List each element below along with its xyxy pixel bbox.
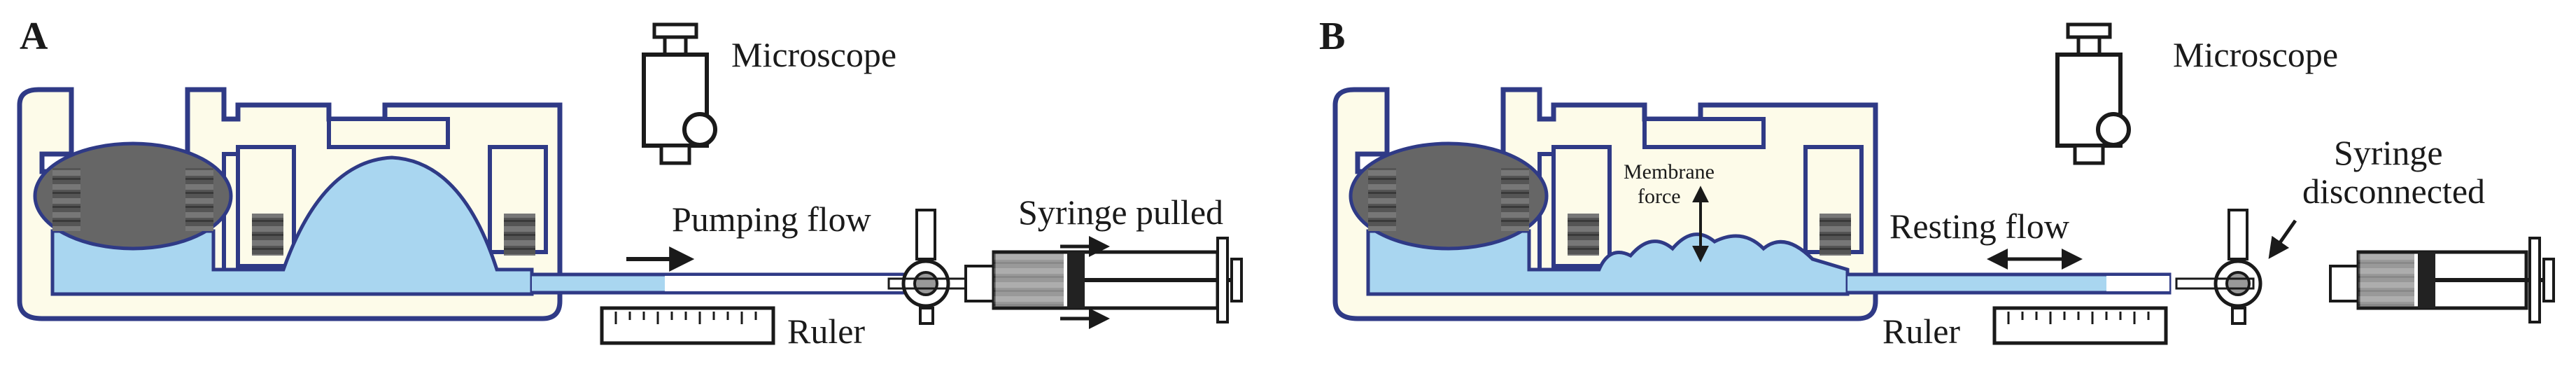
panel-b-disconnect-arrow: [2268, 219, 2297, 259]
panel-b-microscope-icon: [2055, 22, 2131, 165]
panel-b-stopcock-icon: [2175, 209, 2262, 325]
panel-b-membrane-label-2: force: [1638, 185, 1681, 208]
panel-a-microscope-icon: [642, 22, 717, 165]
panel-b-channel-empty: [2106, 276, 2169, 291]
panel-b-syringe-label-1: Syringe: [2334, 133, 2443, 172]
panel-b-syringe-label-2: disconnected: [2302, 172, 2485, 211]
panel-b-coil-right-pillar: [1820, 214, 1851, 256]
panel-a-coil-left: [52, 168, 80, 231]
panel-a-top-bar: [327, 117, 450, 149]
panel-a-flow-label: Pumping flow: [672, 200, 871, 239]
panel-b-letter: B: [1319, 15, 1345, 58]
panel-b-coil-left-pillar: [1568, 214, 1599, 256]
panel-b-coil-left: [1368, 168, 1396, 231]
panel-a-ruler-icon: [600, 306, 775, 345]
panel-b-coil-mid: [1501, 168, 1529, 231]
panel-b-top-bar: [1642, 117, 1766, 149]
panel-a-stopcock-icon: [887, 209, 967, 325]
panel-a-coil-mid: [185, 168, 213, 231]
panel-b-flow-label: Resting flow: [1889, 207, 2069, 246]
panel-b-ruler-icon: [1992, 306, 2168, 345]
panel-b-microscope-label: Microscope: [2173, 35, 2338, 74]
panel-b: B Membrane force Microscope Resting flow: [1319, 15, 2555, 351]
panel-b-membrane: [1349, 141, 1549, 251]
panel-a-ruler-label: Ruler: [787, 312, 865, 351]
panel-a-syringe-icon: [964, 237, 1243, 323]
panel-a-letter: A: [20, 15, 48, 58]
panel-a-channel-empty: [665, 276, 910, 291]
panel-a-syringe-label: Syringe pulled: [1018, 193, 1223, 232]
panel-a-fluid: [50, 155, 534, 296]
panel-b-ruler-label: Ruler: [1882, 312, 1960, 351]
panel-b-syringe-icon: [2329, 237, 2555, 323]
panel-a-coil-right-pillar: [504, 214, 535, 256]
panel-a-coil-left-pillar: [252, 214, 283, 256]
panel-b-membrane-label-1: Membrane: [1624, 160, 1715, 183]
panel-a-membrane: [33, 141, 233, 251]
panel-a: A Microscope Pumping flow: [17, 15, 1243, 351]
panel-a-microscope-label: Microscope: [731, 35, 896, 74]
